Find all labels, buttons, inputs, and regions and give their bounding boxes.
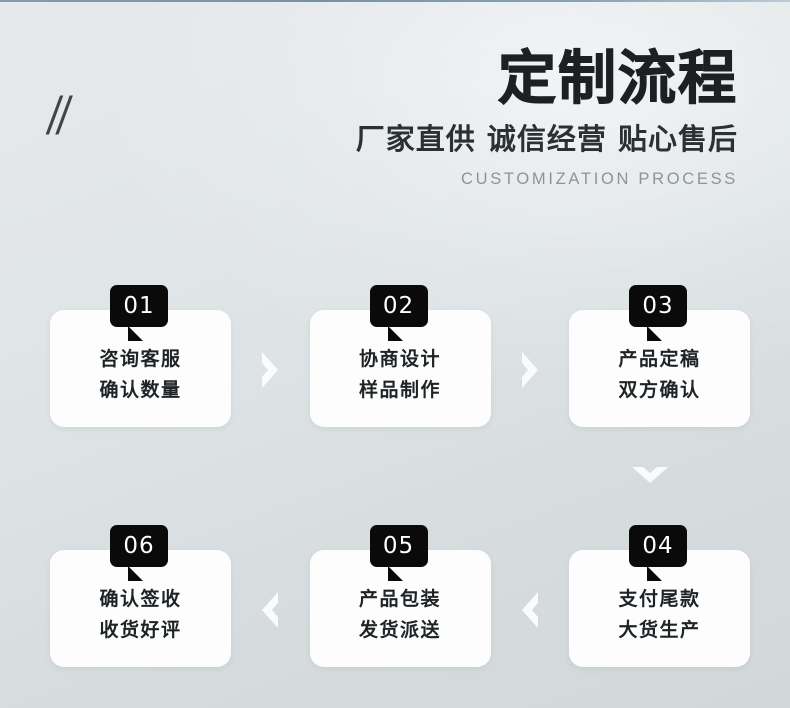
step-number: 02	[382, 292, 415, 319]
step-number: 05	[382, 532, 415, 559]
process-step-02[interactable]: 02 协商设计 样品制作	[309, 275, 491, 427]
step-number-badge: 02	[369, 285, 428, 341]
right-chevron-icon	[521, 352, 538, 388]
page-subtitle-cn: 厂家直供 诚信经营 贴心售后	[355, 121, 738, 156]
step-line-2: 双方确认	[618, 378, 701, 401]
double-slash-decoration-icon: //	[48, 86, 69, 145]
connector-right-1	[231, 312, 310, 429]
left-chevron-icon	[262, 592, 279, 628]
process-step-06[interactable]: 06 确认签收 收货好评	[50, 515, 231, 667]
step-number-badge: 06	[110, 525, 168, 581]
step-number: 03	[642, 292, 674, 319]
step-line-2: 确认数量	[99, 378, 182, 401]
step-number-badge: 04	[629, 525, 687, 581]
process-row-top: 01 咨询客服 确认数量 02 协商设计 样品制作	[50, 275, 750, 430]
step-line-1: 产品包装	[358, 587, 441, 610]
connector-left-1	[491, 552, 570, 669]
left-chevron-icon	[521, 592, 538, 628]
process-step-05[interactable]: 05 产品包装 发货派送	[309, 515, 491, 667]
process-step-04[interactable]: 04 支付尾款 大货生产	[569, 515, 750, 667]
page-subtitle-en: CUSTOMIZATION PROCESS	[460, 170, 738, 189]
step-line-2: 发货派送	[358, 618, 441, 641]
process-row-bottom: 04 支付尾款 大货生产 05 产品包装 发货派送	[50, 515, 750, 670]
step-line-1: 确认签收	[99, 587, 182, 610]
step-line-1: 协商设计	[358, 347, 441, 370]
step-number-badge: 03	[629, 285, 687, 341]
step-line-1: 产品定稿	[618, 347, 701, 370]
step-line-2: 大货生产	[618, 618, 701, 641]
connector-down-holder	[559, 464, 740, 486]
step-line-2: 收货好评	[99, 618, 182, 641]
connector-down	[0, 453, 790, 497]
top-accent-rule	[0, 0, 790, 2]
connector-right-2	[491, 312, 570, 429]
process-step-01[interactable]: 01 咨询客服 确认数量	[50, 275, 231, 427]
process-flow: 01 咨询客服 确认数量 02 协商设计 样品制作	[0, 255, 790, 675]
step-card[interactable]: 咨询客服 确认数量	[50, 310, 231, 427]
poster-header: // 定制流程 厂家直供 诚信经营 贴心售后 CUSTOMIZATION PRO…	[0, 0, 790, 232]
process-step-03[interactable]: 03 产品定稿 双方确认	[569, 275, 750, 427]
step-number: 01	[123, 292, 155, 319]
connector-left-2	[231, 552, 310, 669]
step-number-badge: 01	[110, 285, 168, 341]
step-line-1: 咨询客服	[99, 347, 182, 370]
step-line-1: 支付尾款	[618, 587, 701, 610]
down-chevron-icon	[631, 467, 668, 483]
step-card[interactable]: 产品定稿 双方确认	[569, 310, 750, 427]
step-number: 06	[123, 532, 155, 559]
step-number-badge: 05	[369, 525, 428, 581]
header-text-block: 定制流程 厂家直供 诚信经营 贴心售后 CUSTOMIZATION PROCES…	[355, 44, 738, 189]
step-number: 04	[642, 532, 674, 559]
step-line-2: 样品制作	[358, 378, 441, 401]
right-chevron-icon	[262, 352, 279, 388]
page-title: 定制流程	[497, 44, 738, 112]
